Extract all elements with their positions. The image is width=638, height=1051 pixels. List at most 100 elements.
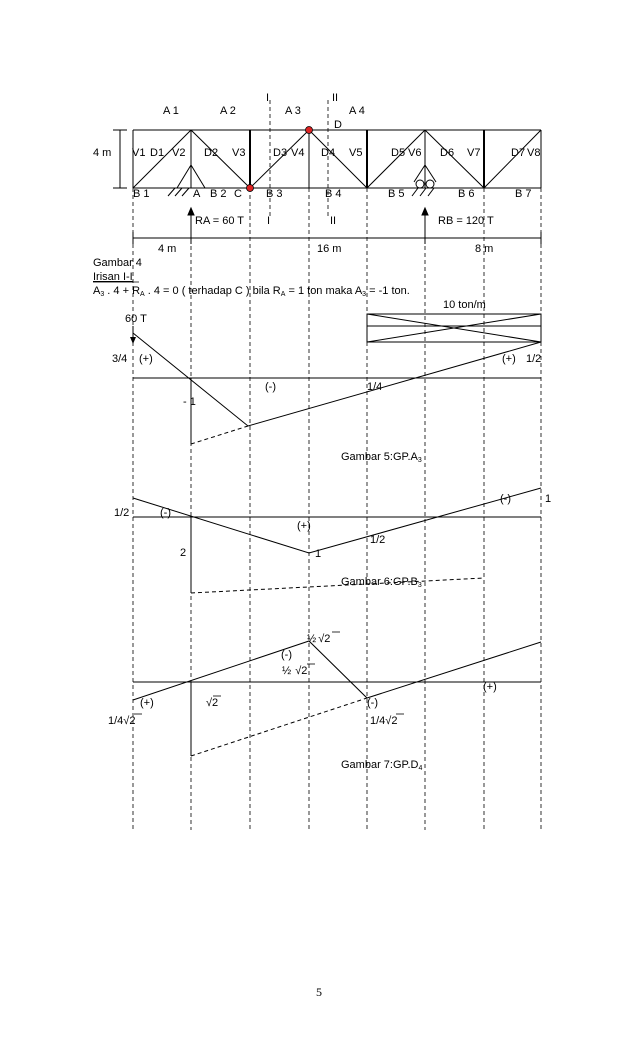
- influence-line-b3-labels: 1/2 (-) (+) 1/2 2 1 (-) 1 Gambar 6:GP.B3: [114, 493, 551, 589]
- hatch: [167, 187, 176, 197]
- distributed-load-box: [366, 313, 542, 343]
- diagonal-d7: [483, 129, 542, 189]
- support-b-leg: [424, 164, 437, 183]
- label-v8: V8: [527, 147, 540, 159]
- label-two: 2: [180, 547, 186, 559]
- label-plus-left: (+): [139, 353, 153, 365]
- page-number: 5: [316, 985, 322, 999]
- label-section-i-top: I: [266, 92, 269, 104]
- dim-label-4m: 4 m: [158, 243, 176, 255]
- dim-label-8m: 8 m: [475, 243, 493, 255]
- label-plus-left: (+): [140, 697, 154, 709]
- label-d6: D6: [440, 147, 454, 159]
- load-cross: [366, 313, 542, 343]
- label-b2: B 2: [210, 188, 227, 200]
- label-a4: A 4: [349, 105, 365, 117]
- label-b6: B 6: [458, 188, 475, 200]
- label-b7: B 7: [515, 188, 532, 200]
- label-quarter-sqrt2-left: 1/4√2: [108, 715, 135, 727]
- truss-labels: A 1 A 2 A 3 A 4 I II D 4 m V1 D1 V2 D2 V…: [93, 92, 540, 255]
- vertical-grid-lines: [132, 100, 542, 830]
- label-plus-right: (+): [483, 681, 497, 693]
- label-node-c: C: [234, 188, 242, 200]
- description-text: Gambar 4 Irisan I-I A3 . 4 + RA . 4 = 0 …: [93, 257, 486, 325]
- influence-line-d4-labels: ½√2 (-) ½√2 (+) (+) √2 (-) 1/4√2 1/4√2 G…: [108, 631, 497, 772]
- diagonal-d3: [249, 129, 310, 189]
- label-v5: V5: [349, 147, 362, 159]
- caption-gp-d4: Gambar 7:GP.D4: [341, 759, 422, 772]
- support-a-leg: [190, 164, 206, 189]
- label-minus-right: (-): [367, 697, 378, 709]
- label-minus-right: (-): [500, 493, 511, 505]
- label-plus-right: (+): [502, 353, 516, 365]
- influence-line-d4: [132, 640, 542, 757]
- support-b-leg: [413, 164, 426, 183]
- node-c-marker: [246, 184, 254, 192]
- label-one-right: 1: [545, 493, 551, 505]
- hatch: [174, 187, 183, 197]
- label-half-sqrt2-top: ½√2: [307, 633, 330, 645]
- label-minus-one: - 1: [183, 396, 196, 408]
- label-b5: B 5: [388, 188, 405, 200]
- dim-label-16m: 16 m: [317, 243, 341, 255]
- label-section-i-bottom: I: [267, 215, 270, 227]
- influence-line-a3: [132, 332, 542, 445]
- label-reaction-b: RB = 120 T: [438, 215, 494, 227]
- label-node-a: A: [193, 188, 201, 200]
- hatch: [427, 187, 435, 197]
- diagonal-d1: [132, 129, 192, 189]
- label-a3: A 3: [285, 105, 301, 117]
- figure-4-caption: Gambar 4: [93, 257, 142, 269]
- label-half-left: 1/2: [114, 507, 129, 519]
- label-sqrt2: √2: [206, 697, 218, 709]
- label-v3: V3: [232, 147, 245, 159]
- label-half-mid: 1/2: [370, 534, 385, 546]
- diagonal-d4: [308, 129, 368, 189]
- node-d-marker: [305, 126, 313, 134]
- label-b1: B 1: [133, 188, 150, 200]
- label-b3: B 3: [266, 188, 283, 200]
- label-half-sqrt2-mid: ½√2: [282, 665, 307, 677]
- span-dimension: [132, 232, 542, 244]
- label-quarter-sqrt2-right: 1/4√2: [370, 715, 397, 727]
- label-d3: D3: [273, 147, 287, 159]
- label-d4: D4: [321, 147, 335, 159]
- diagonal-d2: [190, 129, 251, 189]
- extension-dashed: [190, 697, 368, 757]
- caption-gp-b3: Gambar 6:GP.B3: [341, 576, 422, 589]
- label-node-d: D: [334, 119, 342, 131]
- hatch: [411, 187, 419, 197]
- label-minus-top: (-): [281, 649, 292, 661]
- truss: [113, 129, 542, 197]
- extension-dashed: [190, 425, 249, 445]
- diagonal-d6: [424, 129, 485, 189]
- arrow-head: [187, 206, 195, 216]
- label-d1: D1: [150, 147, 164, 159]
- label-v1: V1: [132, 147, 145, 159]
- label-v6: V6: [408, 147, 421, 159]
- arrow-head: [130, 337, 136, 344]
- point-load-label: 60 T: [125, 313, 147, 325]
- reaction-arrows: [187, 206, 429, 232]
- label-half: 1/2: [526, 353, 541, 365]
- label-section-ii-top: II: [332, 92, 338, 104]
- label-plus: (+): [297, 520, 311, 532]
- label-a1: A 1: [163, 105, 179, 117]
- label-height: 4 m: [93, 147, 111, 159]
- label-minus-left: (-): [160, 507, 171, 519]
- label-a2: A 2: [220, 105, 236, 117]
- label-v7: V7: [467, 147, 480, 159]
- label-one-mid: 1: [315, 548, 321, 560]
- load-rect: [366, 313, 542, 343]
- diagonal-d5: [366, 129, 426, 189]
- label-d5: D5: [391, 147, 405, 159]
- equation-line: A3 . 4 + RA . 4 = 0 ( terhadap C ) bila …: [93, 285, 410, 298]
- label-reaction-a: RA = 60 T: [195, 215, 244, 227]
- influence-line-a3-labels: 3/4 (+) (-) 1/4 - 1 (+) 1/2 Gambar 5:GP.…: [112, 353, 541, 464]
- influence-line: [132, 640, 542, 701]
- label-d2: D2: [204, 147, 218, 159]
- label-minus: (-): [265, 381, 276, 393]
- hatch: [419, 187, 427, 197]
- label-v4: V4: [291, 147, 304, 159]
